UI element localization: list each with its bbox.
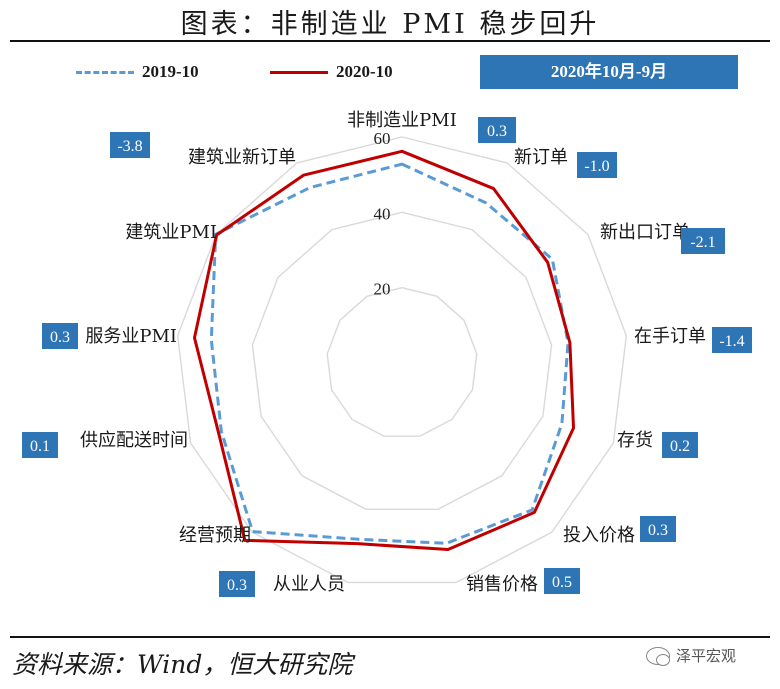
change-box-3 — [712, 327, 752, 353]
change-label-10: 0.3 — [50, 329, 70, 346]
legend-label-2019: 2019-10 — [142, 62, 199, 81]
change-box-1 — [577, 152, 617, 178]
watermark: 泽平宏观 — [646, 645, 736, 666]
axis-label-12: 建筑业新订单 — [188, 147, 296, 168]
series-line-2019-10 — [209, 162, 570, 545]
axis-label-5: 投入价格 — [563, 525, 635, 546]
axis-label-9: 供应配送时间 — [80, 430, 188, 451]
change-label-6: 0.5 — [552, 574, 572, 591]
change-box-9 — [22, 432, 58, 458]
change-box-4 — [662, 432, 698, 458]
axis-label-11: 建筑业PMI — [125, 222, 217, 243]
axis-label-4: 存货 — [617, 430, 653, 451]
change-box-5 — [640, 516, 676, 542]
legend-item-2019: 2019-10 — [76, 56, 199, 88]
axis-label-6: 销售价格 — [466, 574, 538, 595]
legend-label-2020: 2020-10 — [336, 62, 393, 81]
top-rule — [10, 40, 770, 42]
change-label-4: 0.2 — [670, 438, 690, 455]
axis-label-8: 经营预期 — [179, 525, 251, 546]
grid-ring-40 — [251, 211, 553, 510]
change-box-7 — [219, 571, 255, 597]
chart-title: 图表：非制造业 PMI 稳步回升 — [180, 9, 600, 40]
change-box-10 — [42, 323, 78, 349]
watermark-text: 泽平宏观 — [676, 647, 737, 665]
legend-swatch-solid — [270, 70, 328, 74]
change-box-6 — [544, 568, 580, 594]
period-label-box: 2020年10月-9月 — [480, 55, 738, 89]
axis-label-10: 服务业PMI — [85, 326, 177, 347]
grid-ring-20 — [326, 286, 478, 437]
axis-label-1: 新订单 — [514, 147, 568, 168]
grid-ring-60 — [176, 136, 628, 584]
change-label-12: -3.8 — [117, 138, 142, 155]
change-label-3: -1.4 — [719, 333, 744, 350]
radial-tick-60: 60 — [374, 129, 391, 148]
change-label-2: -2.1 — [690, 234, 715, 251]
radial-tick-20: 20 — [374, 280, 391, 299]
axis-label-3: 在手订单 — [634, 326, 706, 347]
wechat-icon — [646, 646, 670, 666]
change-label-0: 0.3 — [487, 123, 507, 140]
change-label-9: 0.1 — [30, 438, 50, 455]
axis-label-2: 新出口订单 — [600, 222, 690, 243]
legend-swatch-dashed — [76, 70, 134, 74]
change-label-1: -1.0 — [584, 158, 609, 175]
source-note: 资料来源：Wind，恒大研究院 — [12, 650, 353, 679]
change-label-5: 0.3 — [648, 522, 668, 539]
bottom-rule — [10, 636, 770, 638]
axis-label-7: 从业人员 — [273, 574, 345, 595]
change-box-0 — [478, 117, 516, 143]
change-label-7: 0.3 — [227, 577, 247, 594]
axis-label-0: 非制造业PMI — [347, 110, 457, 131]
legend-item-2020: 2020-10 — [270, 56, 393, 88]
change-box-2 — [681, 228, 725, 254]
series-line-2020-10 — [192, 149, 576, 552]
radial-tick-40: 40 — [374, 204, 391, 223]
change-box-12 — [110, 132, 150, 158]
